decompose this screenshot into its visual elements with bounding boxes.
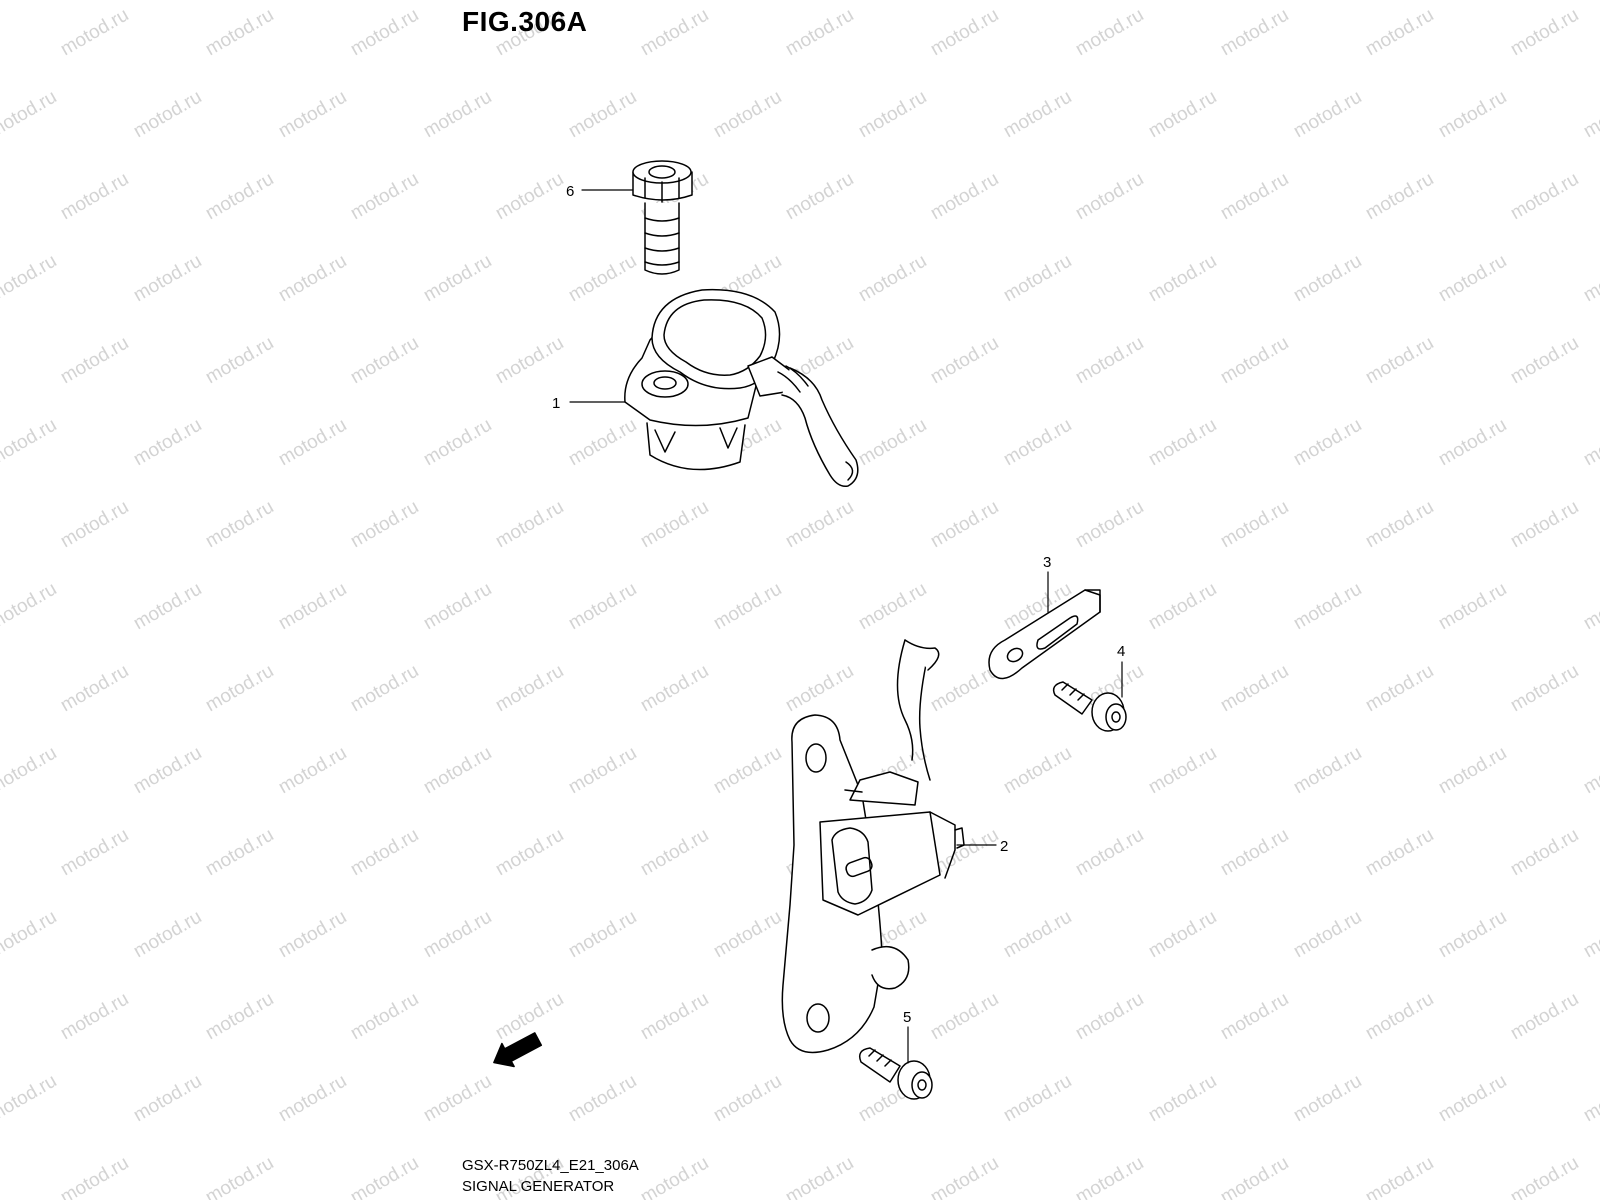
callout-1: 1 bbox=[552, 395, 560, 412]
callout-6: 6 bbox=[566, 183, 574, 200]
callout-4: 4 bbox=[1117, 643, 1125, 660]
model-code: GSX-R750ZL4_E21_306A bbox=[462, 1157, 639, 1174]
leader-lines bbox=[569, 189, 1123, 1064]
callout-5: 5 bbox=[903, 1009, 911, 1026]
part-3-plate bbox=[988, 589, 1101, 680]
figure-title: FIG.306A bbox=[462, 6, 588, 37]
fwd-label: FWD bbox=[510, 1039, 535, 1059]
part-5-screw bbox=[858, 1047, 933, 1100]
part-1-sensor bbox=[624, 288, 859, 488]
part-2-bracket-sensor bbox=[781, 639, 965, 1054]
part-4-screw bbox=[1052, 681, 1127, 732]
callout-2: 2 bbox=[1000, 838, 1008, 855]
part-6-bolt bbox=[632, 160, 693, 275]
callout-3: 3 bbox=[1043, 554, 1051, 571]
fwd-arrow-icon: FWD bbox=[493, 1032, 543, 1068]
figure-caption: SIGNAL GENERATOR bbox=[462, 1178, 615, 1195]
